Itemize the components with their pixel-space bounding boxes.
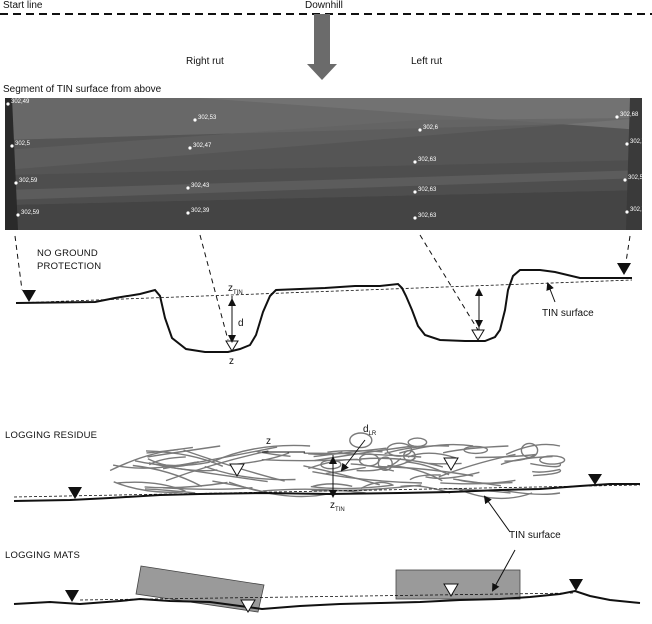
tin-point-marker — [14, 181, 17, 184]
tin-point-marker — [615, 115, 618, 118]
tin-surface-panel: 302,49 302,53 302,6 302,68 302,5 302,47 302,63… — [5, 98, 649, 230]
tin-point-label: 302,73 — [630, 139, 649, 145]
tin-point-marker — [186, 186, 189, 189]
tin-point-label: 302,63 — [418, 213, 437, 219]
residue-branch — [211, 445, 310, 462]
tin-point-label: 302,53 — [198, 115, 217, 121]
tin-point-label: 302,71 — [630, 207, 649, 213]
tin-point-label: 302,47 — [193, 143, 212, 149]
no-ground-title-line2: PROTECTION — [37, 261, 101, 273]
tin-point-marker — [6, 102, 9, 105]
residue-branch — [205, 467, 296, 480]
tin-point-label: 302,43 — [191, 183, 210, 189]
residue-branch — [262, 459, 358, 460]
tin-point-label: 302,63 — [418, 187, 437, 193]
tin-point-label: 302,59 — [21, 210, 40, 216]
no-ground-profile — [16, 263, 632, 352]
downhill-arrow — [307, 14, 337, 80]
tin-point-marker — [413, 160, 416, 163]
z-tin-label: zTIN — [228, 283, 243, 299]
tin-point-marker — [188, 146, 191, 149]
tin-point-marker — [186, 211, 189, 214]
residue-branch — [313, 484, 353, 487]
residue-branch — [360, 454, 379, 466]
start-line-label: Start line — [3, 0, 42, 12]
tin-point-marker — [625, 210, 628, 213]
tin-point-marker — [193, 118, 196, 121]
tin-point-label: 302,6 — [423, 125, 439, 131]
tin-point-label: 302,63 — [418, 157, 437, 163]
tin-point-marker — [418, 128, 421, 131]
tin-point-label: 302,59 — [628, 175, 647, 181]
tin-point-marker — [413, 190, 416, 193]
tin-point-label: 302,39 — [191, 208, 210, 214]
z-label: z — [229, 356, 234, 368]
logging-mats-title: LOGGING MATS — [5, 550, 80, 562]
logging-mats-profile — [14, 550, 640, 612]
logging-residue-title: LOGGING RESIDUE — [5, 430, 97, 442]
residue-branch — [532, 469, 560, 472]
tin-panel-title: Segment of TIN surface from above — [3, 84, 161, 96]
tin-point-marker — [623, 178, 626, 181]
residue-branch — [408, 438, 426, 446]
residue-branch — [303, 466, 379, 485]
logging-residue-profile — [14, 433, 640, 532]
d-label: d — [238, 318, 244, 330]
tin-point-label: 302,59 — [19, 178, 38, 184]
tin-point-marker — [16, 213, 19, 216]
no-ground-title-line1: NO GROUND — [37, 248, 98, 260]
residue-z-label: z — [266, 436, 271, 448]
residue-branch — [212, 481, 268, 493]
tin-point-label: 302,49 — [11, 99, 30, 105]
right-rut-label: Right rut — [186, 56, 224, 68]
residue-d-label: dLR — [363, 424, 376, 440]
tin-point-marker — [413, 216, 416, 219]
residue-branch — [506, 444, 560, 454]
left-rut-label: Left rut — [411, 56, 442, 68]
tin-point-label: 302,68 — [620, 112, 639, 118]
tin-surface-label-1: TIN surface — [542, 308, 594, 320]
tin-point-marker — [625, 142, 628, 145]
tin-surface-label-2: TIN surface — [509, 530, 561, 542]
tin-point-label: 302,5 — [15, 141, 31, 147]
downhill-label: Downhill — [305, 0, 343, 12]
residue-z-tin-label: zTIN — [330, 500, 345, 516]
tin-point-marker — [10, 144, 13, 147]
